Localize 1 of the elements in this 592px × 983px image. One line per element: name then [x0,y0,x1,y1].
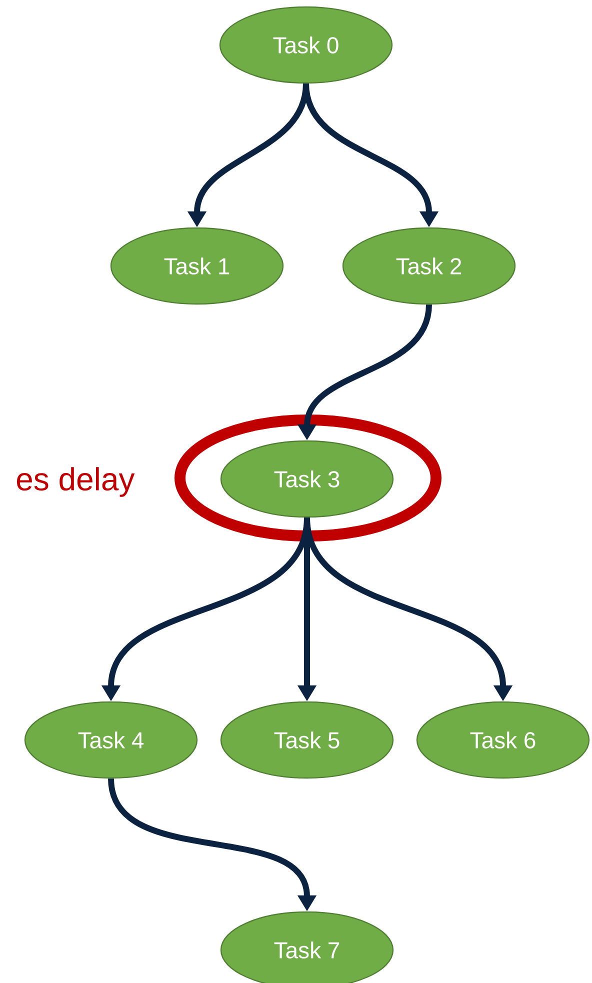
note-text: es delay [16,467,135,497]
